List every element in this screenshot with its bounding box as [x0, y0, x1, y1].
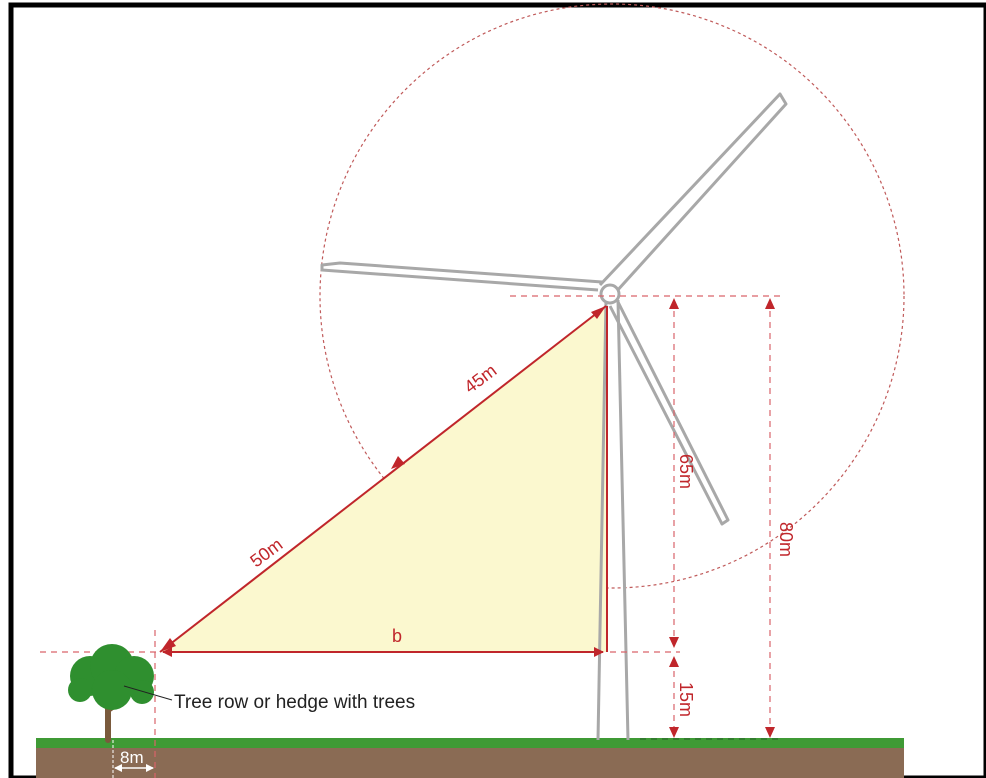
diagram-border: [8, 2, 986, 778]
triangle-edges: [159, 305, 608, 657]
tree-icon: [68, 644, 154, 743]
rotor-intersection-arrow: [391, 456, 405, 469]
label-b: b: [392, 626, 402, 646]
turbine-blade-left: [320, 261, 603, 292]
label-8m: 8m: [120, 748, 144, 767]
soil: [36, 746, 904, 778]
label-15m: 15m: [676, 682, 696, 717]
tree-caption: Tree row or hedge with trees: [174, 692, 415, 713]
label-65m: 65m: [676, 454, 696, 489]
tree-caption-pointer: [123, 685, 173, 701]
rotor-swept-area: [319, 3, 905, 589]
label-80m: 80m: [776, 522, 796, 557]
turbine-hub: [599, 283, 621, 305]
wind-turbine-icon: [320, 92, 788, 741]
grass-strip: [36, 738, 904, 748]
turbine-tower: [596, 299, 630, 741]
hypotenuse-end-arrow: [591, 306, 606, 319]
dashed-guides: [40, 295, 780, 778]
turbine-blade-lower: [608, 301, 730, 526]
hypotenuse-start-arrow: [160, 638, 176, 652]
vertical-dimension-arrows: [669, 298, 775, 738]
hypotenuse-line: [159, 305, 607, 653]
turbine-blade-upper: [598, 92, 788, 294]
